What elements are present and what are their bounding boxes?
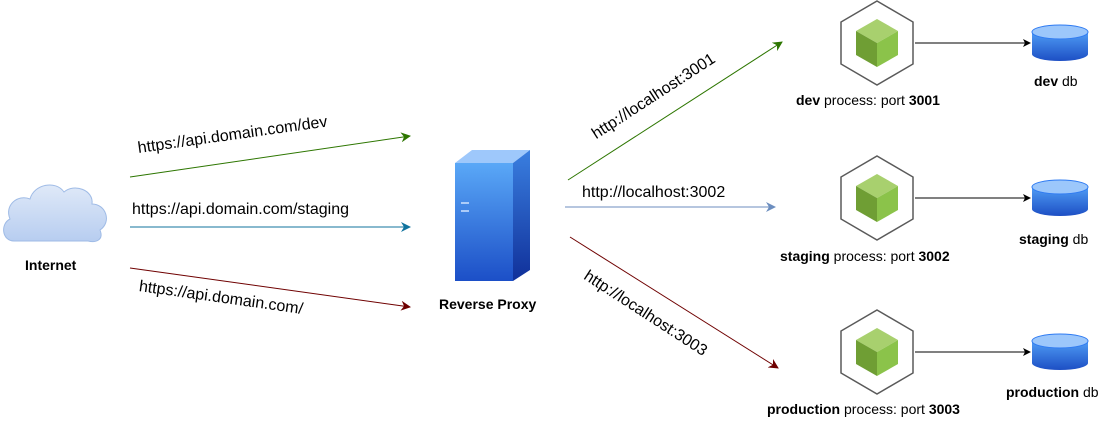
node-icon-production: [840, 309, 914, 395]
edge-label-proxy-staging: http://localhost:3002: [582, 184, 726, 201]
edge-internet-dev: [129, 132, 411, 178]
staging-db-label: staging db: [1019, 231, 1089, 247]
edge-proxy-production: [569, 236, 779, 369]
staging-process-label: staging process: port 3002: [780, 248, 950, 264]
node-icon-dev: [840, 0, 914, 86]
reverse-proxy-label: Reverse Proxy: [439, 296, 537, 312]
database-icon-production: [1031, 333, 1089, 370]
production-process-label: production process: port 3003: [767, 401, 960, 417]
node-icon-staging: [840, 155, 914, 241]
edge-proxy-dev: [567, 41, 783, 181]
edge-label-internet-staging: https://api.domain.com/staging: [132, 201, 350, 218]
dev-process-label: dev process: port 3001: [796, 92, 940, 108]
dev-db-label: dev db: [1034, 73, 1078, 89]
edge-internet-production: [129, 267, 411, 311]
server-icon: [455, 150, 530, 281]
database-icon-dev: [1031, 24, 1089, 61]
cloud-icon: [3, 184, 107, 243]
internet-label: Internet: [25, 257, 77, 273]
database-icon-staging: [1031, 179, 1089, 216]
production-db-label: production db: [1006, 384, 1099, 400]
